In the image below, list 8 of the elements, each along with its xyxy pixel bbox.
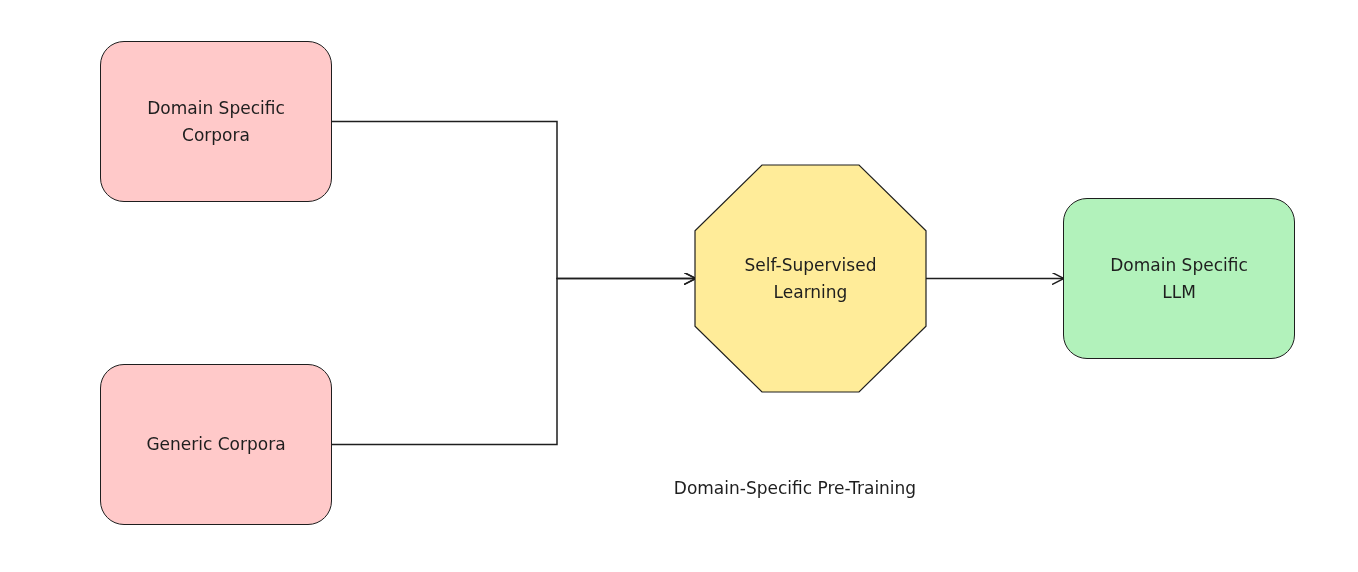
node-label: Domain Specific LLM [1109, 254, 1249, 304]
rounded-box [100, 41, 332, 202]
diagram-caption: Domain-Specific Pre-Training [672, 478, 918, 498]
node-label: Generic Corpora [146, 433, 286, 457]
node-label: Self-Supervised Learning [743, 254, 878, 304]
rounded-box [1063, 198, 1295, 359]
node-label: Domain Specific Corpora [146, 97, 286, 147]
rounded-box [100, 364, 332, 525]
